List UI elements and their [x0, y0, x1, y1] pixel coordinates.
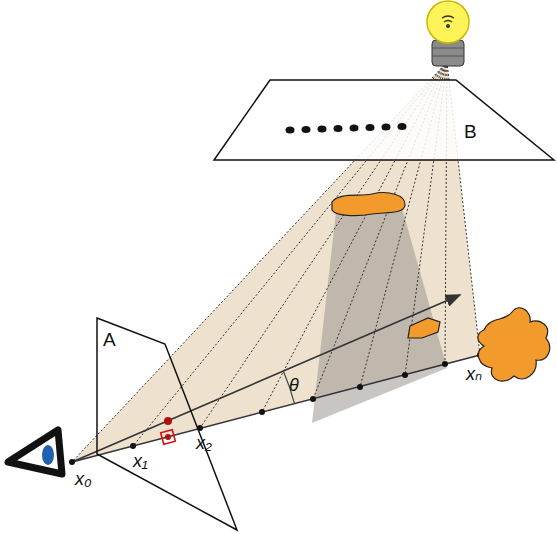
point-label: x₂: [196, 434, 212, 452]
sample-dot: [366, 124, 375, 131]
light-plane: B: [212, 78, 556, 162]
sample-dot: [286, 127, 295, 134]
red-marker: [161, 430, 176, 445]
shadow-volume: [312, 208, 447, 423]
point-label: x₀: [75, 470, 92, 488]
light-direction-arrow: [72, 295, 460, 462]
sample-dot: [398, 123, 407, 130]
view-ray: [72, 355, 480, 462]
occluder-blob: [408, 318, 440, 338]
bulb-base: [432, 40, 464, 66]
sample-dot: [350, 125, 359, 132]
light-bulb: [427, 1, 469, 43]
plane-outline: [95, 316, 239, 532]
sample-dot: [302, 126, 311, 133]
point-label: xₙ: [466, 365, 482, 383]
eye-pupil: [42, 445, 54, 465]
angle-label: θ: [289, 376, 299, 394]
image-plane: A: [95, 316, 239, 532]
plane-outline: [212, 78, 556, 162]
sample-dot: [318, 126, 327, 133]
plane-label: B: [464, 122, 477, 141]
red-dot: [165, 434, 171, 440]
plane-label: A: [103, 330, 116, 349]
occluder-blob: [332, 193, 405, 216]
sample-points: [130, 352, 483, 449]
sample-dot: [382, 124, 391, 131]
sample-dot: [334, 125, 343, 132]
eye-icon: [8, 430, 62, 474]
red-dot: [164, 417, 172, 425]
scene-object: [478, 308, 550, 381]
point-label: x₁: [133, 452, 148, 470]
